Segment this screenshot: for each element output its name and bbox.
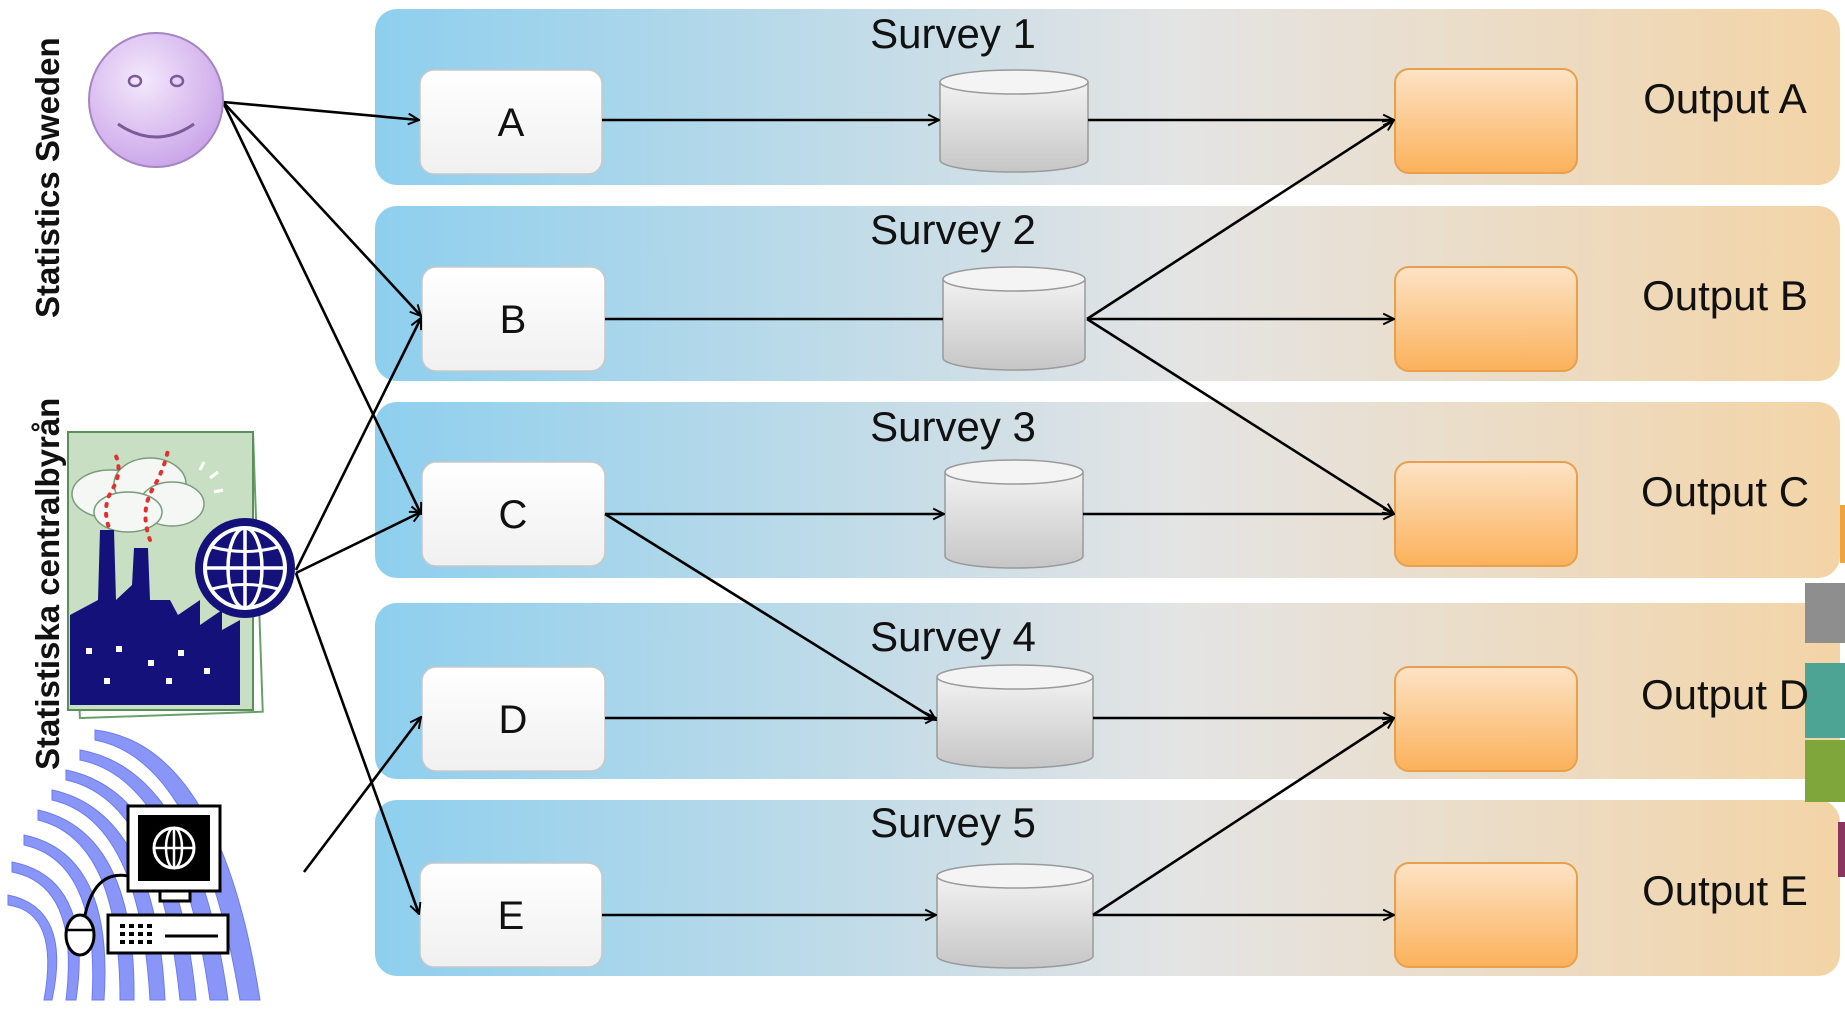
output-box-e: Output E — [1394, 862, 1808, 968]
computer-icon — [7, 729, 261, 1001]
arrow-respondent-to-b — [222, 101, 421, 316]
arrow-computer-to-d — [302, 717, 421, 873]
output-b-label: Output B — [1642, 272, 1808, 319]
arrow-c-to-db4 — [604, 512, 936, 720]
survey-1-title: Survey 1 — [870, 10, 1036, 57]
input-b-label: B — [500, 298, 527, 342]
database-4-icon — [936, 664, 1094, 769]
output-box-d: Output D — [1394, 666, 1809, 772]
factory-icon — [67, 431, 264, 720]
output-box-b: Output B — [1394, 266, 1808, 372]
arrow-db2-to-out-a — [1086, 120, 1394, 321]
arrow-enterprise-to-e — [294, 572, 419, 914]
arrow-respondent-to-a — [222, 100, 419, 120]
database-5-icon — [936, 863, 1094, 969]
database-2-icon — [942, 266, 1086, 371]
arrow-db5-to-out-d — [1092, 718, 1394, 917]
survey-3-title: Survey 3 — [870, 403, 1036, 450]
survey-5-title: Survey 5 — [870, 799, 1036, 846]
survey-2-title: Survey 2 — [870, 206, 1036, 253]
output-c-label: Output C — [1641, 468, 1809, 515]
survey-4-title: Survey 4 — [870, 613, 1036, 660]
output-d-label: Output D — [1641, 671, 1809, 718]
output-box-a: Output A — [1394, 68, 1807, 174]
edge-tabs — [1805, 505, 1845, 877]
database-3-icon — [944, 459, 1084, 569]
input-box-c: C — [421, 461, 606, 567]
statistiska-centralbyran-label: Statistiska centralbyrån — [29, 398, 66, 770]
arrow-enterprise-to-b — [294, 318, 423, 571]
globe-icon — [195, 518, 295, 618]
input-box-d: D — [421, 666, 606, 772]
input-a-label: A — [498, 101, 525, 145]
statistics-sweden-label: Statistics Sweden — [29, 37, 66, 318]
smiley-face-icon — [88, 32, 224, 168]
input-e-label: E — [498, 894, 525, 938]
input-box-e: E — [419, 862, 603, 968]
input-box-b: B — [421, 266, 606, 372]
arrow-enterprise-to-c — [295, 510, 421, 575]
arrow-respondent-to-c — [221, 101, 423, 514]
input-box-a: A — [419, 69, 603, 175]
output-box-c: Output C — [1394, 461, 1809, 567]
arrow-db2-to-out-c — [1086, 317, 1394, 514]
input-d-label: D — [499, 698, 528, 742]
flow-arrows — [221, 100, 1394, 917]
database-1-icon — [939, 69, 1089, 173]
output-e-label: Output E — [1642, 867, 1808, 914]
input-c-label: C — [499, 493, 528, 537]
output-a-label: Output A — [1643, 75, 1806, 122]
